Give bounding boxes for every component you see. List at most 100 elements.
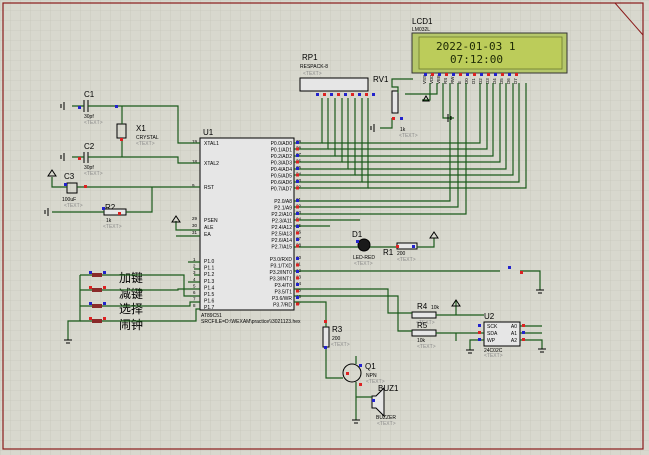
pin-markers (64, 73, 525, 402)
c1-ref: C1 (84, 90, 95, 99)
resistor-pack-rp1[interactable]: RP1 RESPACK-8 <TEXT> (299, 53, 369, 92)
mcu-pin-p3-0: P3.0/RXD (270, 257, 293, 263)
pin-marker (522, 331, 525, 334)
led-d1[interactable]: D1 LED-RED <TEXT> (352, 230, 375, 267)
rp1-body (299, 77, 369, 92)
q1-ref: Q1 (365, 362, 376, 371)
sheet-corner-mark (614, 2, 644, 36)
lcd-pin-d4: D4 (492, 78, 497, 84)
pin-marker (494, 73, 497, 76)
mcu-body (199, 137, 295, 311)
pin-marker (445, 73, 448, 76)
pin-marker (89, 302, 92, 305)
mcu-pinnum-p1-1: 2 (193, 264, 196, 269)
pin-marker (520, 271, 523, 274)
r3-value: 200 (332, 336, 341, 342)
mcu-pin-p3-6: P3.6/WR (272, 296, 292, 302)
pin-marker (473, 73, 476, 76)
capacitor-c3[interactable]: C3 100uF <TEXT> (62, 172, 83, 209)
lcd-pin-d0: D0 (464, 78, 469, 84)
pin-marker (400, 117, 403, 120)
pin-marker (84, 185, 87, 188)
buzzer-buz1[interactable]: BUZ1 BUZZER <TEXT> (371, 384, 399, 427)
pin-marker (323, 93, 326, 96)
pin-marker (522, 338, 525, 341)
r4-ref: R4 (417, 302, 428, 311)
u2-pin-wp: WP (487, 338, 496, 344)
pin-marker (396, 245, 399, 248)
q1-model: NPN (366, 373, 377, 379)
mcu-pin-p3-2: P3.2/INT0 (269, 270, 292, 276)
r3-text: <TEXT> (331, 342, 350, 348)
pin-marker (487, 73, 490, 76)
button-select-label: 选择 (119, 302, 143, 316)
button-add-label: 加键 (119, 271, 143, 285)
mcu-pin-xtal2: XTAL2 (204, 161, 219, 167)
sheet-border (2, 2, 644, 450)
mcu-pin-ale: ALE (204, 225, 214, 231)
ground-symbols (44, 95, 546, 424)
mcu-srcfile: SRCFILE=D:\WEXAM\practice\\3021123.hex (201, 319, 301, 325)
mcu-pinnum-xtal1: 19 (192, 139, 198, 144)
c3-value: 100uF (62, 197, 76, 203)
r5-text: <TEXT> (417, 344, 436, 350)
mcu-pin-ea: EA (204, 232, 211, 238)
rv1-value: 1k (400, 127, 406, 133)
u2-pin-sda: SDA (487, 331, 498, 337)
mcu-pin-p3-7: P3.7/RD (273, 303, 292, 309)
pin-marker (478, 324, 481, 327)
r3-ref: R3 (332, 325, 343, 334)
mcu-pin-p0-3: P0.3/AD3 (271, 161, 293, 167)
mcu-pin-p1-2: P1.2 (204, 272, 215, 278)
c2-ref: C2 (84, 142, 95, 151)
mcu-pin-p0-0: P0.0/AD0 (271, 141, 293, 147)
pin-marker (459, 73, 462, 76)
pin-marker (296, 283, 299, 286)
transistor-q1[interactable]: Q1 NPN <TEXT> (342, 362, 385, 385)
pin-marker (508, 73, 511, 76)
pin-marker (296, 231, 299, 235)
lcd-ref: LCD1 (412, 17, 433, 26)
potentiometer-rv1[interactable]: RV1 1k <TEXT> (373, 75, 418, 139)
buz1-text: <TEXT> (377, 421, 396, 427)
mcu-pin-p1-1: P1.1 (204, 266, 215, 272)
pin-marker (296, 199, 299, 202)
pin-marker (103, 302, 106, 305)
r4-value: 10k (431, 305, 440, 311)
pin-marker (296, 147, 299, 151)
lcd-screen (418, 36, 563, 70)
pin-marker (358, 93, 361, 96)
mcu-pin-p0-7: P0.7/AD7 (271, 187, 293, 193)
mcu-pinnum-p1-2: 3 (193, 270, 196, 275)
pin-marker (324, 320, 327, 323)
rv1-text: <TEXT> (399, 133, 418, 139)
mcu-pin-p0-4: P0.4/AD4 (271, 167, 293, 173)
pin-marker (89, 271, 92, 274)
pin-marker (508, 266, 511, 269)
r2-value: 1k (106, 218, 112, 224)
mcu-pin-p3-3: P3.3/INT1 (269, 277, 292, 283)
u2-text: <TEXT> (484, 353, 503, 359)
r1-ref: R1 (383, 248, 394, 257)
c1-value: 30pf (84, 114, 94, 120)
pin-marker (424, 73, 427, 76)
pin-marker (296, 302, 299, 306)
mcu-model: AT89C51 (201, 313, 222, 319)
mcu-pin-p2-5: P2.5/A13 (271, 232, 292, 238)
mcu-pin-p2-0: P2.0/A8 (274, 199, 292, 205)
pin-marker (103, 271, 106, 274)
pin-marker (412, 245, 415, 248)
mcu-pinnum-xtal2: 18 (192, 159, 198, 164)
mcu-u1[interactable]: U1 AT89C51 SRCFILE=D:\WEXAM\practice\\30… (192, 128, 302, 325)
pin-marker (78, 106, 81, 109)
d1-ref: D1 (352, 230, 363, 239)
pin-marker (344, 93, 347, 96)
d1-text: <TEXT> (354, 261, 373, 267)
u2-ref: U2 (484, 312, 495, 321)
c3-text: <TEXT> (64, 203, 83, 209)
